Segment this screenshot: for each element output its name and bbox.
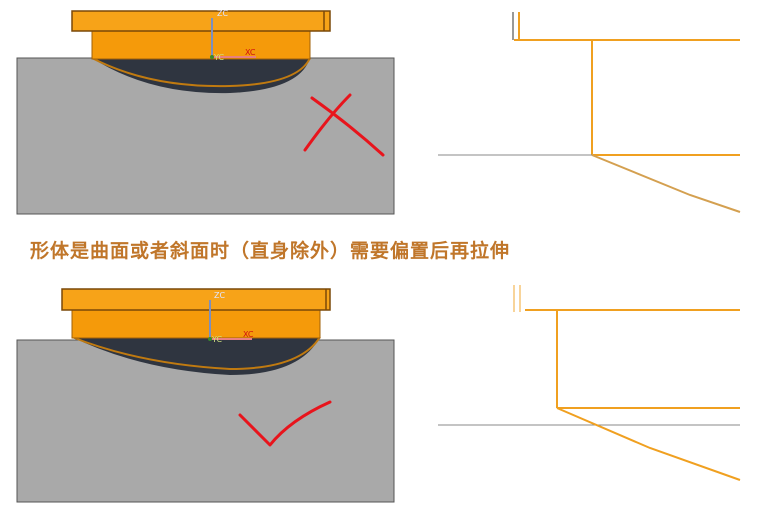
part-body [71, 309, 321, 339]
offset-curve [591, 154, 741, 213]
part-flange [61, 288, 331, 311]
instruction-caption: 形体是曲面或者斜面时（直身除外）需要偏置后再拉伸 [30, 240, 511, 262]
yc-label: YC [213, 53, 224, 62]
part-body [91, 29, 311, 60]
bottom-3d-view: ZC XC YC [16, 288, 395, 503]
cross-mark [303, 93, 385, 157]
part-flange [71, 10, 331, 32]
bottom-profile-view [438, 285, 741, 481]
yc-label: YC [211, 335, 222, 344]
xc-label: XC [243, 330, 254, 339]
top-3d-view: ZC XC YC [16, 9, 395, 215]
offset-curve [556, 407, 741, 481]
check-mark [238, 400, 332, 447]
coordinate-axes: ZC XC YC [208, 291, 254, 344]
top-profile-view [438, 12, 741, 213]
xc-label: XC [245, 48, 256, 57]
zc-label: ZC [217, 9, 228, 18]
curved-bottom-surface [72, 337, 320, 375]
curved-bottom-highlight [91, 57, 311, 88]
coordinate-axes: ZC XC YC [210, 9, 256, 62]
zc-label: ZC [214, 291, 225, 300]
curved-bottom-highlight [71, 336, 321, 371]
